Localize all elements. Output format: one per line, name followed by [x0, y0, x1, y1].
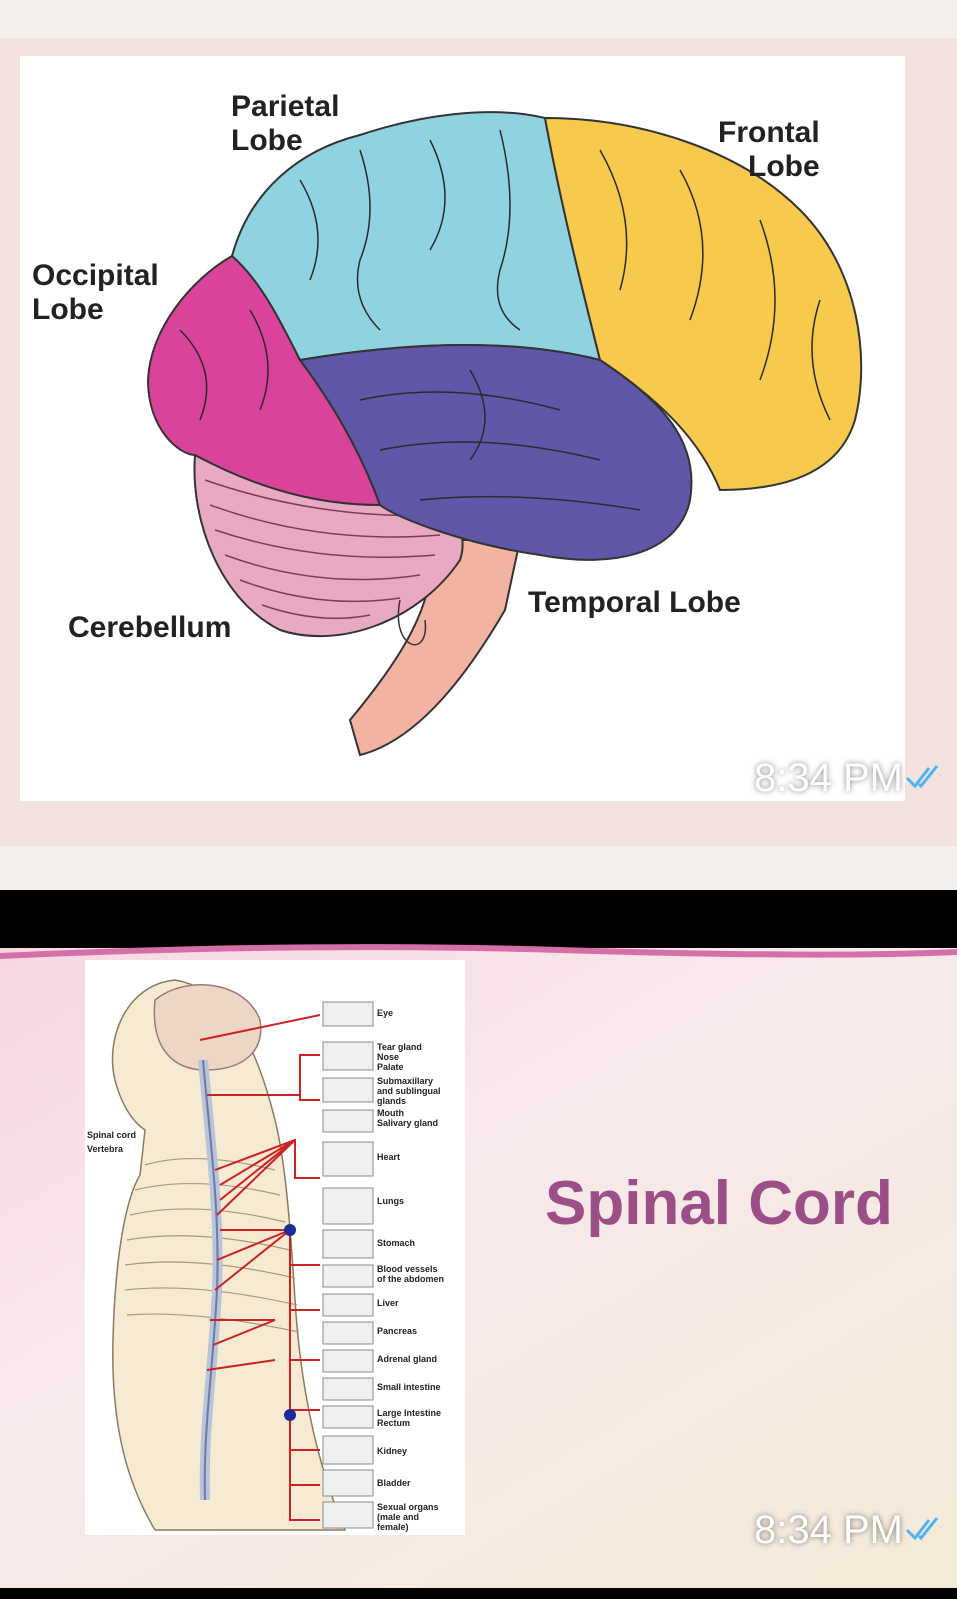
- brain-diagram: [146, 111, 863, 757]
- image-message-spinal-cord[interactable]: Spinal cord Vertebra Eye Tear gland Nose…: [0, 890, 957, 1599]
- organ-label-lungs: Lungs: [377, 1196, 404, 1206]
- organ-label-bladder: Bladder: [377, 1478, 411, 1488]
- read-double-check-icon: [905, 1517, 939, 1541]
- organ-label-mouth: Mouth Salivary gland: [377, 1108, 439, 1128]
- message-timestamp: 8:34 PM: [754, 1508, 903, 1552]
- organ-label-blood-vessels: Blood vessels of the abdomen: [377, 1264, 444, 1284]
- label-vertebra: Vertebra: [87, 1144, 124, 1154]
- organ-label-sexual-organs: Sexual organs (male and female): [377, 1502, 439, 1532]
- message-timestamp: 8:34 PM: [754, 756, 903, 800]
- slide-title: Spinal Cord: [545, 1169, 893, 1238]
- temporal-lobe: [298, 344, 693, 561]
- brain-diagram-frame: Parietal Lobe Frontal Lobe Occipital Lob…: [20, 56, 905, 801]
- organ-label-small-intestine: Small intestine: [377, 1382, 441, 1392]
- label-temporal-lobe: Temporal Lobe: [528, 586, 741, 619]
- organ-label-heart: Heart: [377, 1152, 401, 1162]
- organ-label-liver: Liver: [377, 1298, 399, 1308]
- label-cerebellum: Cerebellum: [68, 611, 232, 644]
- image-message-brain[interactable]: Parietal Lobe Frontal Lobe Occipital Lob…: [0, 0, 957, 890]
- brain-stem: [348, 539, 522, 757]
- organ-label-large-intestine: Large Intestine Rectum: [377, 1408, 442, 1428]
- organ-label-tear-gland: Tear gland Nose Palate: [377, 1042, 422, 1072]
- spinal-figure-panel: Spinal cord Vertebra Eye Tear gland Nose…: [85, 960, 465, 1535]
- brain-slide: Parietal Lobe Frontal Lobe Occipital Lob…: [0, 38, 957, 846]
- organ-label-submaxillary: Submaxillary and sublingual glands: [377, 1076, 441, 1106]
- label-spinal-cord: Spinal cord: [87, 1130, 137, 1140]
- spinal-cord-slide: Spinal cord Vertebra Eye Tear gland Nose…: [0, 944, 957, 1588]
- label-occipital-lobe: Occipital Lobe: [32, 259, 159, 326]
- spinal-figure: [111, 979, 374, 1531]
- organ-label-adrenal-gland: Adrenal gland: [377, 1354, 438, 1364]
- organ-label-stomach: Stomach: [377, 1238, 416, 1248]
- slide-top-swoosh: [0, 944, 957, 959]
- organ-label-pancreas: Pancreas: [377, 1326, 418, 1336]
- label-parietal-lobe: Parietal Lobe: [231, 90, 340, 157]
- read-double-check-icon: [905, 765, 939, 789]
- organ-label-eye: Eye: [377, 1008, 394, 1018]
- label-frontal-lobe: Frontal Lobe: [718, 116, 820, 183]
- organ-label-kidney: Kidney: [377, 1446, 408, 1456]
